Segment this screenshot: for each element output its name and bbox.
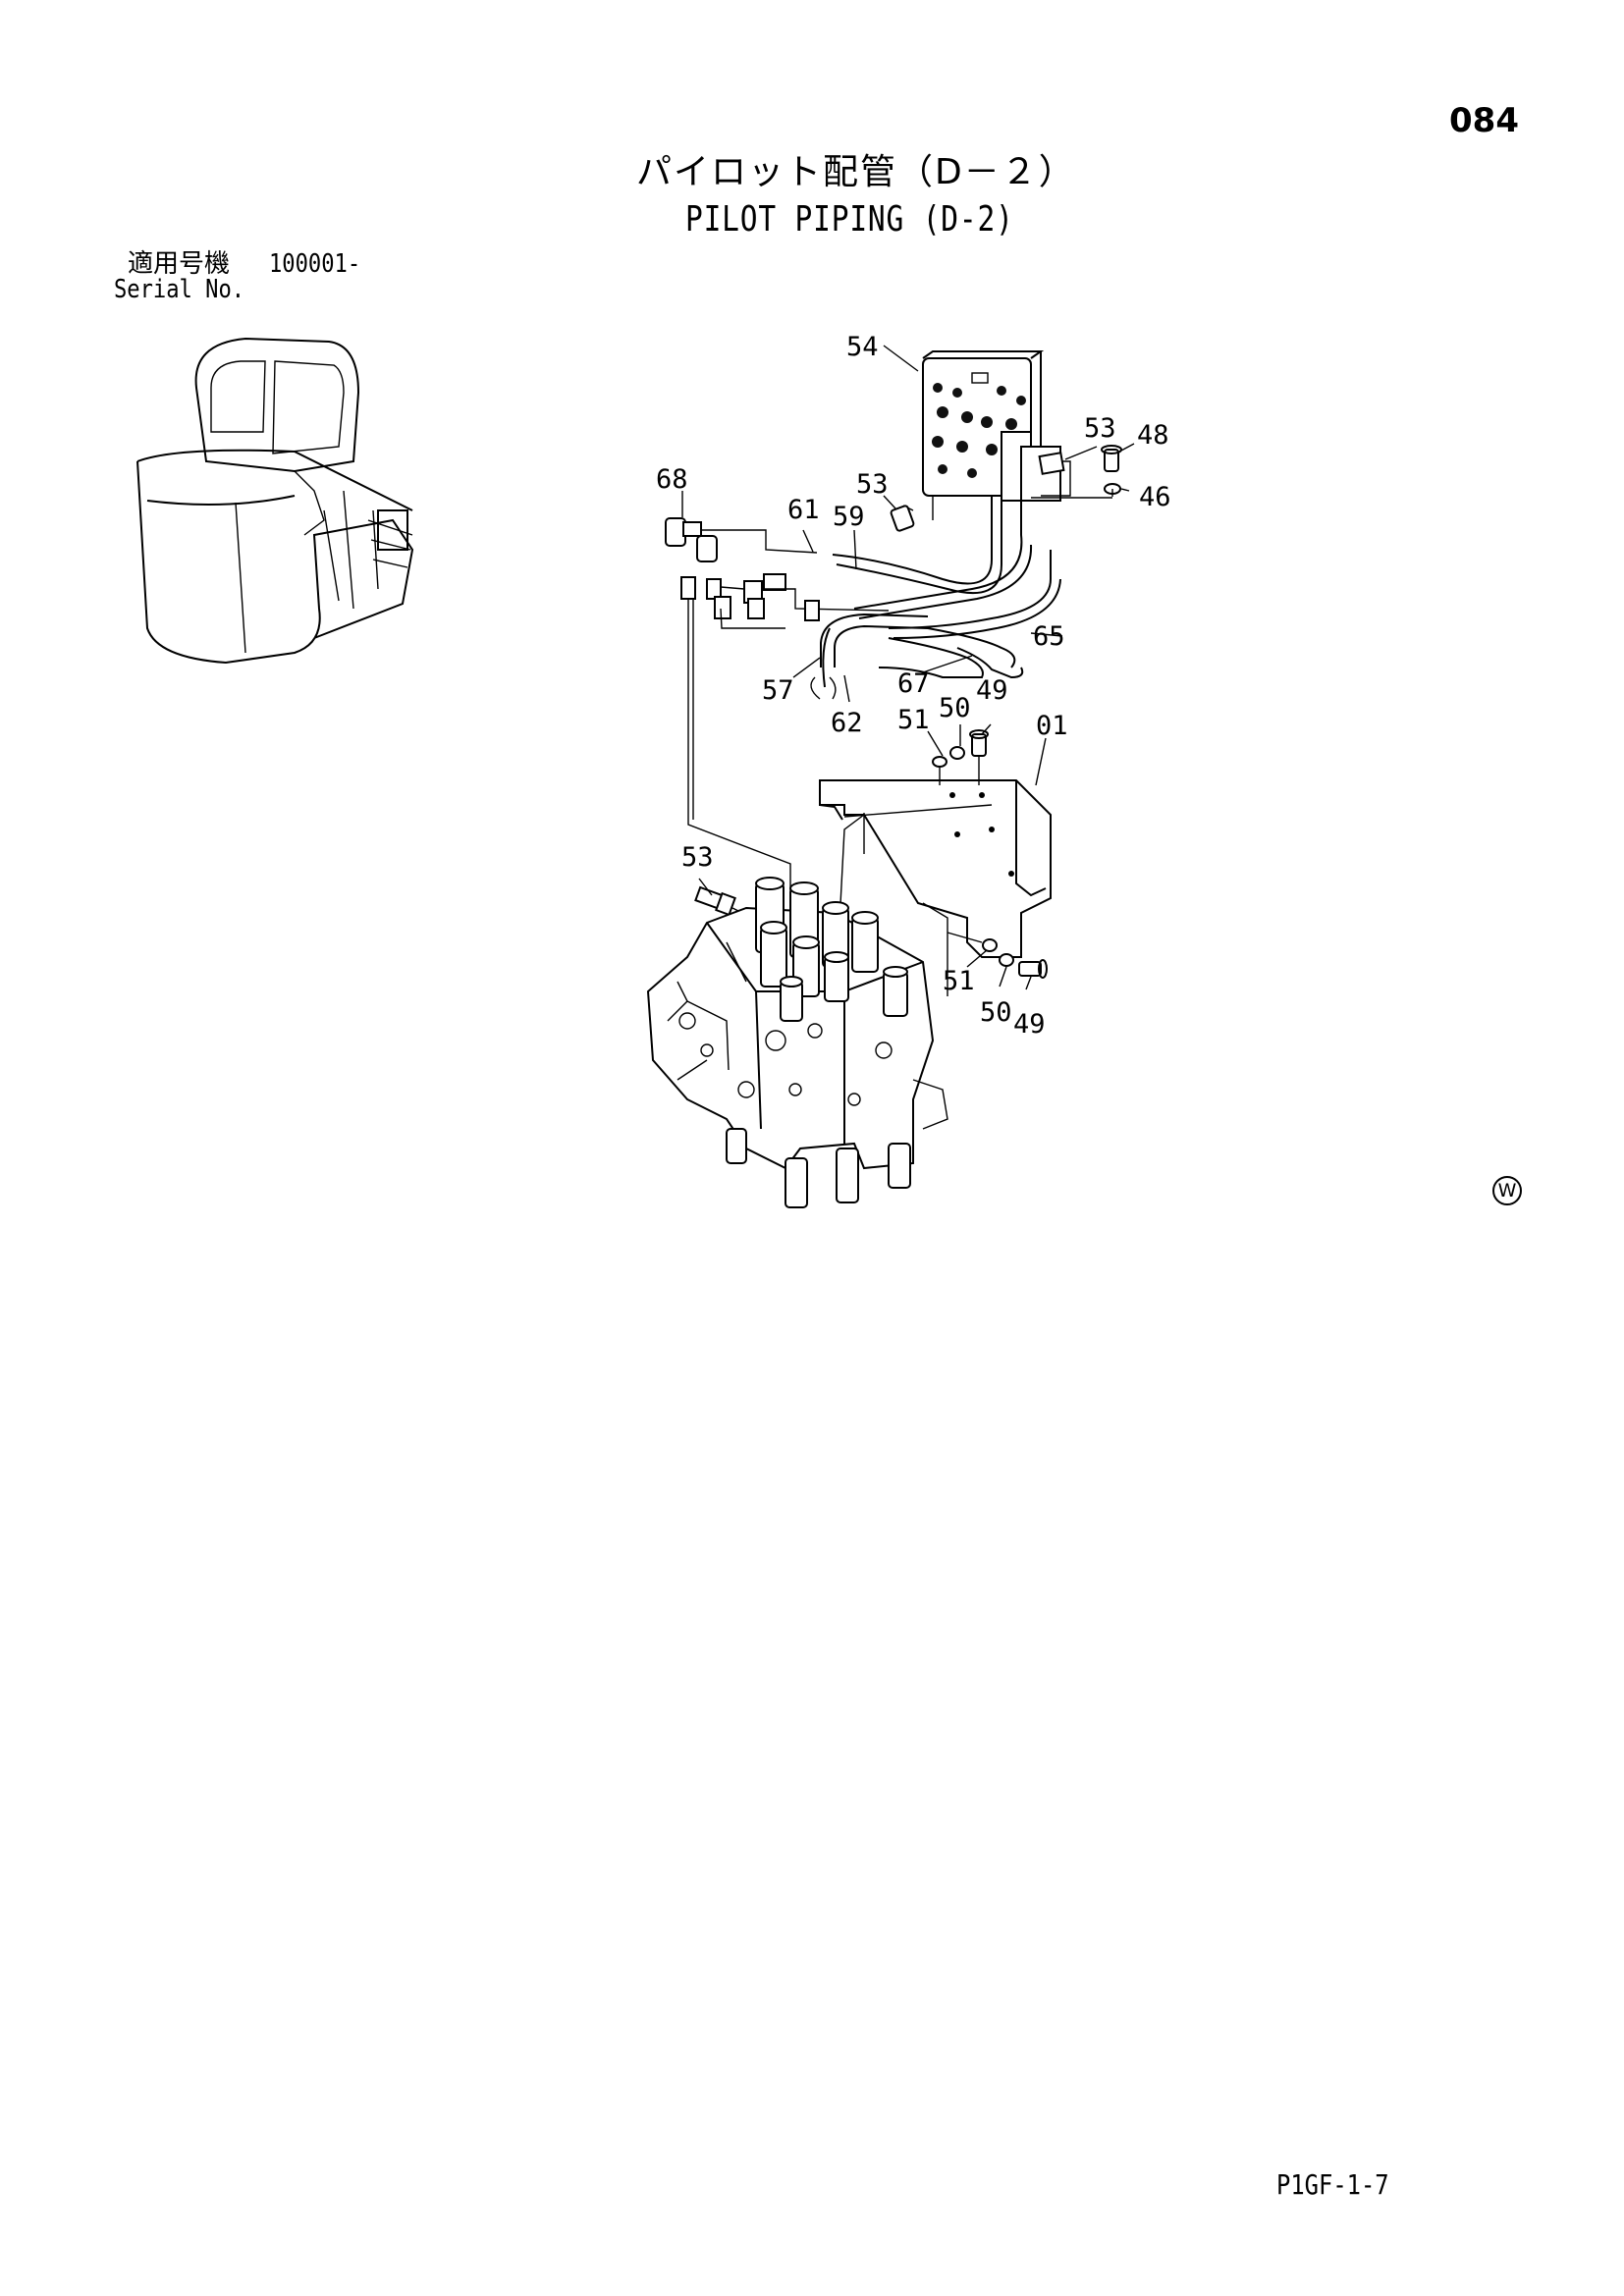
block-side-fittings	[890, 445, 1122, 532]
pilot-valve-block	[922, 350, 1071, 502]
callout-53-lower: 53	[681, 842, 714, 873]
page-title-english: PILOT PIPING (D-2)	[685, 199, 1014, 240]
callout-49-upper: 49	[976, 675, 1008, 706]
part-callouts: 54 53 48 46 68 53 61 59 65 57 67 62 50 4…	[656, 332, 1171, 1040]
callout-46: 46	[1139, 482, 1171, 512]
page-number: 084	[1449, 101, 1519, 140]
serial-number-value: 100001-	[269, 249, 361, 279]
callout-68: 68	[656, 464, 688, 495]
callout-01: 01	[1036, 711, 1068, 741]
callout-54: 54	[846, 332, 879, 362]
callout-67: 67	[897, 668, 930, 699]
callout-50-upper: 50	[939, 693, 971, 723]
pilot-hoses	[810, 496, 1061, 700]
callout-53-upper: 53	[856, 469, 889, 500]
serial-label-japanese: 適用号機	[128, 249, 231, 279]
callout-48: 48	[1137, 420, 1169, 451]
callout-50-lower: 50	[980, 997, 1012, 1028]
leader-lines	[681, 345, 1135, 990]
control-valve	[646, 877, 948, 1208]
callout-53-block: 53	[1084, 413, 1116, 444]
drawing-code: P1GF-1-7	[1276, 2168, 1389, 2201]
callout-59: 59	[833, 502, 865, 532]
callout-57: 57	[762, 675, 794, 706]
elbow-fittings	[665, 517, 890, 903]
callout-62: 62	[831, 708, 863, 738]
callout-49-lower: 49	[1013, 1009, 1046, 1040]
upper-bracket-hardware	[932, 729, 989, 785]
machine-location-thumbnail	[136, 337, 414, 665]
callout-65: 65	[1033, 621, 1065, 652]
mounting-bracket	[819, 779, 1052, 996]
watermark-mark: W	[1492, 1176, 1522, 1205]
callout-51-lower: 51	[943, 966, 975, 996]
lower-bracket-hardware	[947, 932, 1048, 979]
serial-label-english: Serial No.	[114, 275, 245, 304]
callout-61: 61	[787, 495, 820, 525]
page-title-japanese: パイロット配管（D－２）	[636, 152, 1076, 192]
callout-51-upper: 51	[897, 705, 930, 735]
